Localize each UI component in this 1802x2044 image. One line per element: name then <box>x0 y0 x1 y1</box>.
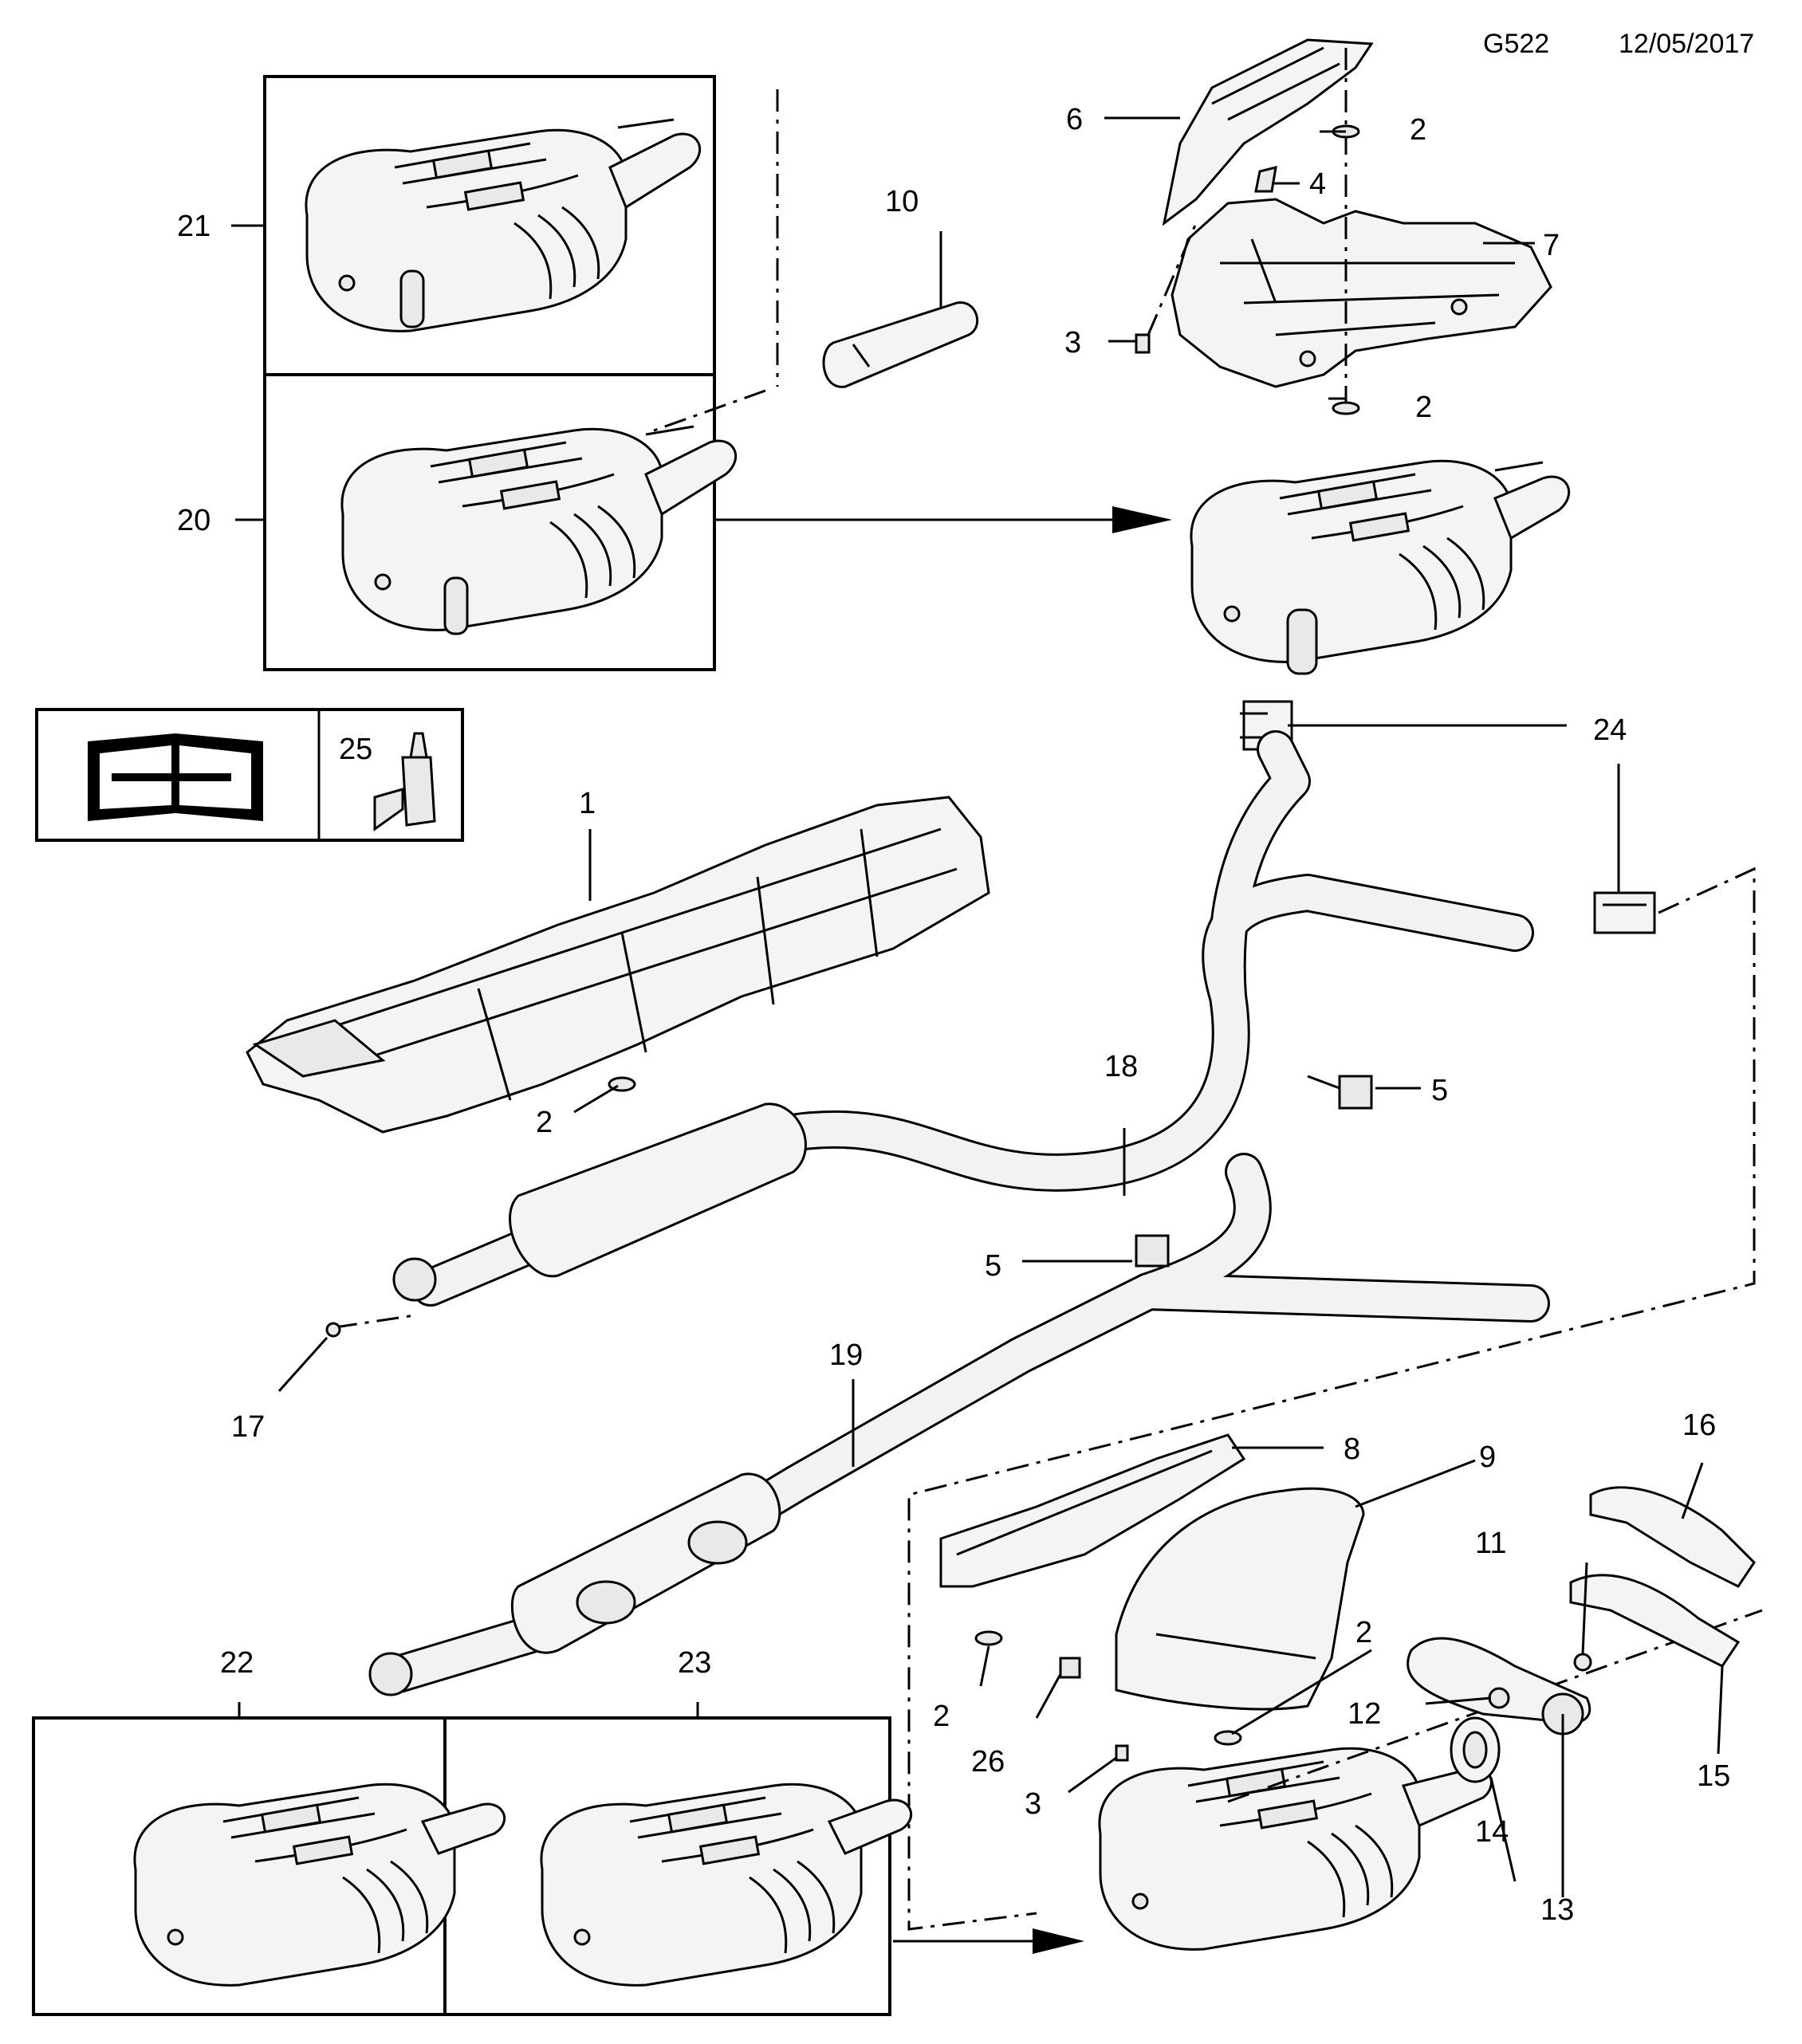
diagram-date: 12/05/2017 <box>1619 29 1754 59</box>
callout-3-lower: 3 <box>1025 1787 1041 1821</box>
callout-1: 1 <box>579 787 596 820</box>
callout-9: 9 <box>1479 1441 1496 1474</box>
callout-22: 22 <box>220 1646 254 1680</box>
callout-21: 21 <box>177 210 210 243</box>
leader-lines <box>238 116 1724 1897</box>
heat-shield-7 <box>1171 198 1552 388</box>
washer-2-rear-right <box>1214 1730 1242 1746</box>
callout-20: 20 <box>177 504 210 537</box>
clip-3-upper <box>1135 333 1151 354</box>
callout-14: 14 <box>1475 1815 1509 1849</box>
clip-4 <box>1254 165 1277 193</box>
rear-muffler-lower <box>1098 1747 1493 1951</box>
bolt-11 <box>1573 1653 1592 1672</box>
callout-24: 24 <box>1593 713 1627 747</box>
rear-heat-shield-9 <box>1115 1487 1365 1711</box>
repair-manual-icon <box>88 733 263 821</box>
callout-16: 16 <box>1682 1409 1716 1442</box>
callout-19: 19 <box>829 1338 863 1372</box>
callout-12: 12 <box>1348 1697 1381 1731</box>
callout-2-top: 2 <box>1410 113 1426 147</box>
washer-2-rear-left <box>974 1630 1003 1646</box>
legend-box <box>35 708 464 842</box>
arrow-22-23-to-muffler <box>1033 1928 1084 1954</box>
sealant-bottle-icon <box>373 732 436 831</box>
heat-shield-6 <box>1162 38 1374 226</box>
variant-box-20 <box>263 373 716 671</box>
rubber-hanger-5-upper <box>1338 1075 1373 1110</box>
bracket-15 <box>1569 1574 1741 1668</box>
bracket-16 <box>1589 1486 1756 1588</box>
callout-10: 10 <box>885 185 919 218</box>
callout-2-rear-left: 2 <box>933 1700 950 1733</box>
callout-15: 15 <box>1697 1759 1730 1793</box>
rear-muffler <box>1190 459 1570 675</box>
nut-12 <box>1488 1687 1510 1709</box>
callout-5-lower: 5 <box>985 1249 1001 1283</box>
callout-3-upper: 3 <box>1064 326 1081 360</box>
front-exhaust-pipe-19 <box>368 1153 1550 1696</box>
rubber-hanger-5-lower <box>1135 1234 1170 1268</box>
callout-18: 18 <box>1104 1050 1138 1083</box>
heat-shield-1 <box>246 796 990 1134</box>
callout-6: 6 <box>1066 103 1083 136</box>
callout-2-rear-right: 2 <box>1355 1616 1372 1649</box>
callout-4: 4 <box>1309 167 1326 201</box>
clip-26 <box>1059 1657 1081 1679</box>
arrow-20-to-muffler <box>1112 506 1172 533</box>
callout-2-shield: 2 <box>1415 391 1432 424</box>
clip-3-lower <box>1115 1744 1129 1762</box>
rear-muffler-variant-22 <box>133 1783 506 1987</box>
callout-23: 23 <box>678 1646 711 1680</box>
callout-5-upper: 5 <box>1431 1074 1448 1107</box>
washer-2-lower <box>1332 401 1360 415</box>
connecting-pipe-10 <box>822 301 979 388</box>
callout-13: 13 <box>1540 1893 1574 1927</box>
callout-8: 8 <box>1344 1433 1360 1466</box>
callout-25: 25 <box>339 733 372 766</box>
nut-17 <box>325 1322 341 1338</box>
mid-heat-shield-8 <box>939 1433 1246 1588</box>
diagram-code: G522 <box>1483 29 1549 59</box>
rear-muffler-variant-20 <box>340 425 737 635</box>
rear-muffler-variant-23 <box>540 1783 912 1987</box>
callout-26: 26 <box>971 1745 1005 1779</box>
callout-17: 17 <box>231 1410 265 1444</box>
callout-11: 11 <box>1475 1527 1506 1560</box>
callout-7: 7 <box>1543 229 1560 262</box>
dashdot-leader-10 <box>653 89 779 432</box>
callout-2-front: 2 <box>536 1106 553 1139</box>
front-exhaust-pipe-18 <box>392 730 1534 1307</box>
rear-muffler-variant-21 <box>305 118 701 332</box>
